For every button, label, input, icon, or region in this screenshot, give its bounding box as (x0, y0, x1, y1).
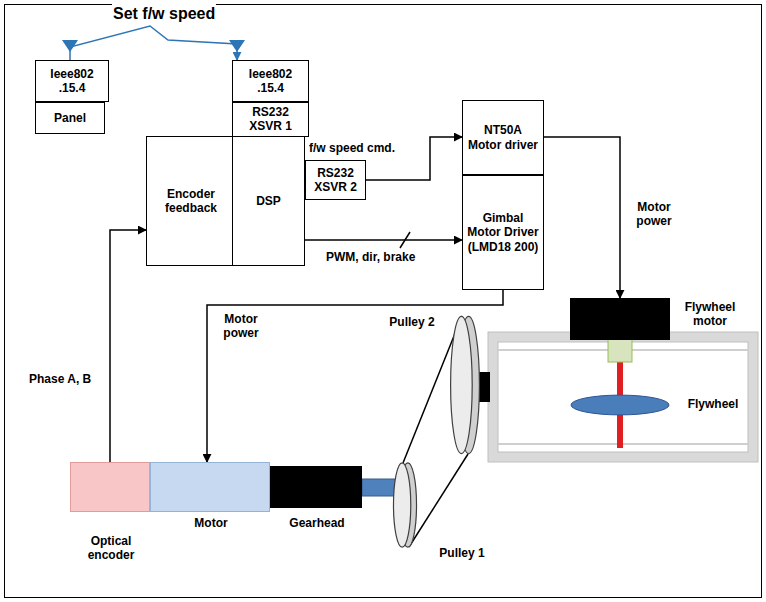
radio-box: Ieee802 .15.4 (35, 60, 109, 102)
signal-label: Motor power (215, 312, 267, 341)
belt (409, 454, 468, 547)
flywheel-disc-body (571, 395, 669, 415)
gimbal-motor: Motor (150, 462, 270, 512)
box-text: Encoder feedback (147, 185, 235, 218)
pulley-shape (450, 315, 480, 455)
dsp-box: DSP (232, 136, 305, 266)
motor-driver-box: Gimbal Motor Driver (LMD18 200) (462, 175, 544, 290)
motor-shaft (362, 479, 396, 496)
box-text: Ieee802 .15.4 (233, 65, 308, 98)
gimbal-motor-shape (150, 462, 270, 512)
box-text: RS232 XSVR 2 (306, 164, 365, 197)
wireless-link (70, 26, 237, 60)
optical-encoder-body (71, 463, 150, 512)
pulley: Pulley 2 (450, 315, 480, 455)
shaft-coupling (608, 338, 632, 362)
gearhead-body (271, 467, 362, 508)
encoder-feedback-box: Encoder feedback (146, 136, 236, 266)
part-label: Flywheel motor (678, 300, 742, 329)
box-text: Ieee802 .15.4 (36, 65, 108, 98)
signal-arrow (207, 290, 503, 462)
part-label: Optical encoder (65, 534, 157, 563)
signal-label: f/w speed cmd. (308, 141, 396, 155)
gimbal-motor-body (151, 463, 270, 512)
signal-label: Motor power (628, 200, 680, 229)
signal-label: PWM, dir, brake (325, 250, 416, 264)
panel-box: Panel (35, 102, 105, 134)
optical-encoder: Optical encoder (70, 462, 150, 512)
motor-driver-box: NT50A Motor driver (462, 100, 544, 175)
gearhead-shape (270, 466, 362, 508)
gearhead: Gearhead (270, 466, 362, 508)
pulley: Pulley 1 (393, 462, 417, 548)
part-label: Pulley 1 (431, 546, 493, 560)
signal-label: Phase A, B (28, 372, 92, 386)
figure-border (5, 5, 762, 598)
flywheel-disc-shape (570, 394, 670, 416)
box-text: DSP (252, 192, 285, 210)
box-text: Gimbal Motor Driver (LMD18 200) (463, 209, 543, 256)
box-text: Panel (50, 109, 90, 127)
part-label: Pulley 2 (380, 315, 444, 329)
pulley-shape (393, 462, 417, 548)
transceiver-box: RS232 XSVR 1 (232, 102, 309, 137)
part-label: Gearhead (270, 516, 364, 530)
part-label: Flywheel (682, 397, 744, 411)
optical-encoder-shape (70, 462, 150, 512)
signal-arrow (110, 230, 146, 462)
gimbal-frame (488, 332, 758, 462)
box-text: NT50A Motor driver (463, 121, 543, 154)
signal-label: Set f/w speed (112, 4, 216, 23)
flywheel-motor-shape (570, 298, 670, 340)
signal-arrow (544, 137, 620, 298)
pulley-face (393, 463, 410, 547)
flywheel-disc: Flywheel (570, 394, 670, 416)
pulley-face (451, 316, 473, 453)
flywheel-motor-body (571, 299, 670, 340)
box-text: RS232 XSVR 1 (233, 103, 308, 136)
signal-arrow (305, 239, 462, 241)
flywheel-motor: Flywheel motor (570, 298, 670, 340)
part-label: Motor (150, 516, 272, 530)
radio-box: Ieee802 .15.4 (232, 60, 309, 102)
transceiver-box: RS232 XSVR 2 (305, 160, 366, 200)
